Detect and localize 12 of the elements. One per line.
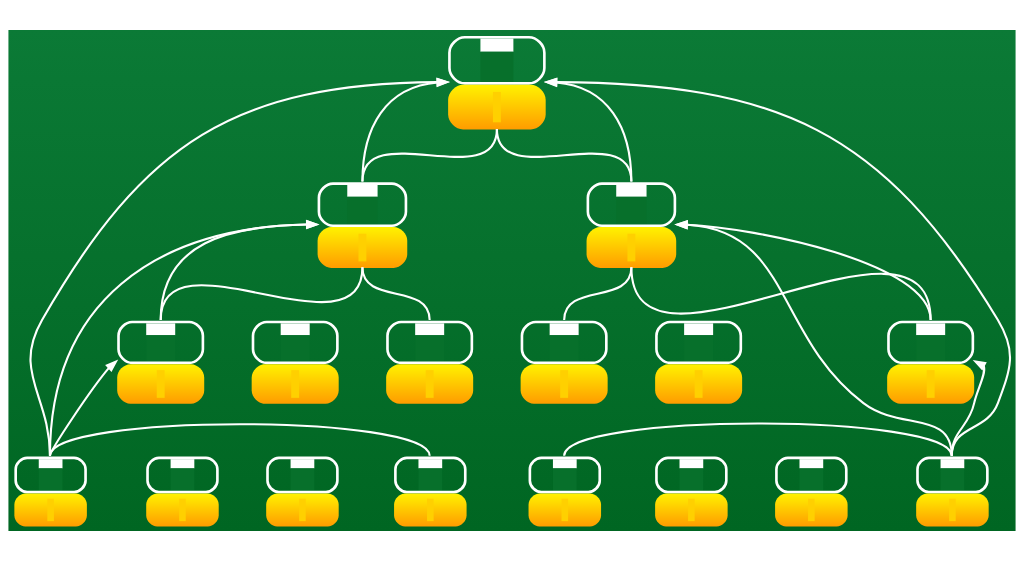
arrow	[543, 77, 1011, 456]
arrow	[674, 220, 932, 321]
arrow	[543, 77, 633, 182]
arrow	[950, 360, 987, 456]
connector	[49, 423, 431, 457]
arrow	[48, 219, 320, 456]
arrow	[29, 77, 450, 456]
connector	[563, 422, 953, 457]
connector	[630, 267, 932, 321]
connector	[361, 267, 431, 321]
arrow	[361, 77, 450, 182]
arrow	[159, 219, 320, 321]
